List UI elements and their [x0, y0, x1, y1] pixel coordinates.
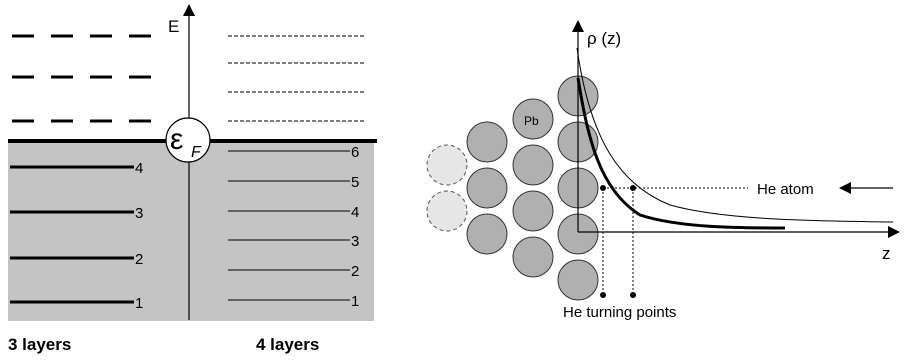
level-number: 4 — [135, 160, 143, 177]
turning-point-foot — [600, 292, 606, 298]
level-number: 3 — [351, 233, 359, 250]
fermi-subscript: F — [191, 144, 202, 161]
four-layer-occupied-levels — [228, 150, 350, 301]
turning-points-label: He turning points — [563, 304, 676, 321]
level-number: 5 — [351, 174, 359, 191]
atom-label: Pb — [524, 114, 539, 128]
density-curve-thin — [576, 47, 894, 223]
level-number: 6 — [351, 144, 359, 161]
energy-level-panel: E 4 3 2 1 6 5 4 3 2 1 ε F — [8, 4, 377, 354]
level-number: 2 — [351, 263, 359, 280]
energy-axis-label: E — [168, 17, 179, 36]
fermi-level-marker — [165, 117, 211, 163]
level-number: 3 — [135, 205, 143, 222]
four-layer-empty-levels — [228, 35, 364, 122]
pb-atoms — [466, 75, 599, 301]
density-curve-thick — [576, 77, 786, 230]
density-profile-panel: Pb ρ (z) z He atom He turning points — [426, 20, 900, 321]
turning-point-foot — [630, 292, 636, 298]
z-axis-label: z — [882, 244, 891, 263]
level-number: 1 — [351, 293, 359, 310]
he-atom-label: He atom — [757, 181, 814, 198]
fermi-symbol: ε — [170, 123, 183, 156]
three-layer-occupied-levels — [10, 165, 134, 304]
three-layers-caption: 3 layers — [8, 335, 71, 354]
occupied-states-region — [8, 141, 374, 321]
ghost-atoms — [426, 144, 468, 232]
density-axis-label: ρ (z) — [587, 29, 621, 48]
level-number: 1 — [135, 295, 143, 312]
three-layer-empty-levels — [12, 34, 160, 123]
level-number: 2 — [135, 251, 143, 268]
four-layers-caption: 4 layers — [256, 335, 319, 354]
level-number: 4 — [351, 204, 359, 221]
